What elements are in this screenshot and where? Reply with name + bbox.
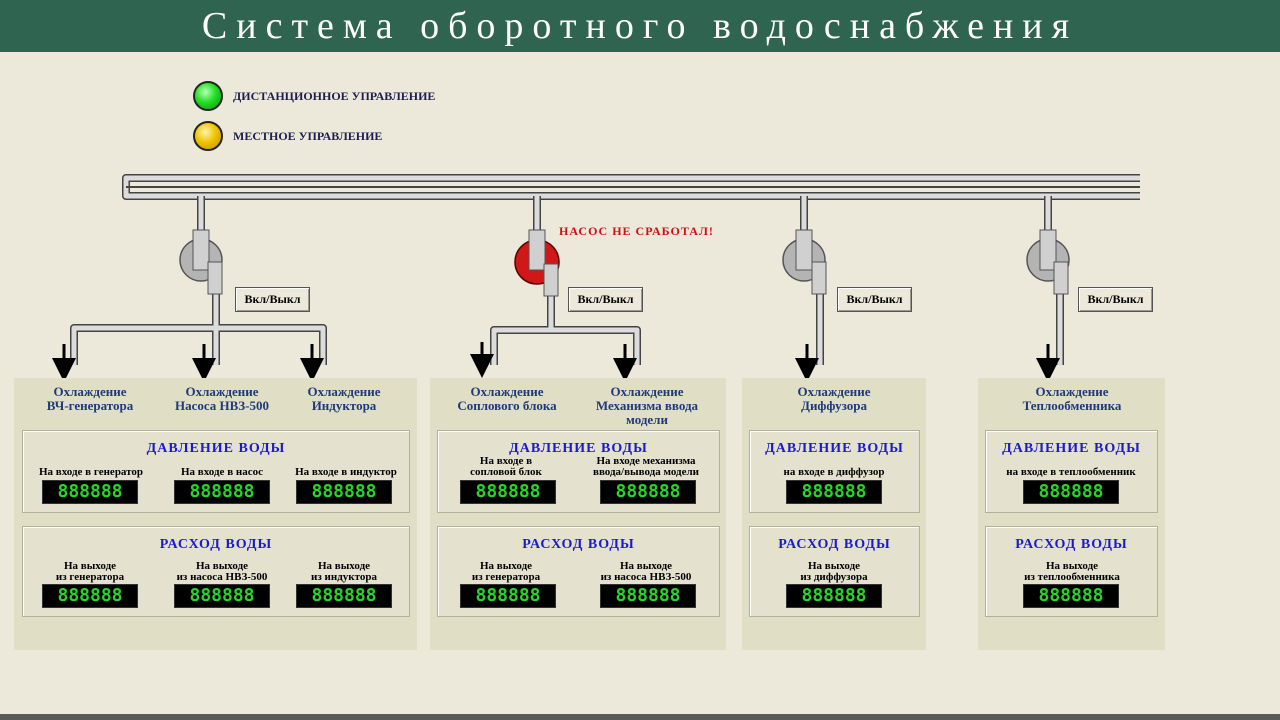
main-pipe — [122, 174, 1140, 200]
cooling-label: Охлаждение Диффузора — [797, 384, 871, 413]
pump-3-icon[interactable] — [782, 229, 827, 295]
cooling-label: Охлаждение ВЧ-генератора — [46, 384, 134, 413]
flow-display: 888888 — [460, 584, 556, 608]
meter-label: На выходе из теплообменника — [1024, 560, 1120, 583]
pump-4-icon[interactable] — [1026, 229, 1070, 295]
status-local: МЕСТНОЕ УПРАВЛЕНИЕ — [193, 121, 382, 151]
pressure-title: ДАВЛЕНИЕ ВОДЫ — [1002, 441, 1141, 456]
flow-display: 888888 — [296, 584, 392, 608]
meter-label: На входе в насос — [180, 466, 263, 478]
flow-display: 888888 — [42, 584, 138, 608]
pressure-display: 888888 — [296, 480, 392, 504]
pressure-title: ДАВЛЕНИЕ ВОДЫ — [146, 441, 286, 456]
status-local-label: МЕСТНОЕ УПРАВЛЕНИЕ — [233, 128, 383, 143]
meter-label: На входе в генератор — [38, 466, 144, 478]
meter-label: На выходе из диффузора — [800, 560, 868, 583]
pressure-display: 888888 — [460, 480, 556, 504]
pump-fault-alert: НАСОС НЕ СРАБОТАЛ! — [559, 224, 714, 238]
pressure-display: 888888 — [174, 480, 270, 504]
meter-label: На выходе из индуктора — [311, 560, 377, 583]
cooling-label: Охлаждение Соплового блока — [457, 384, 557, 413]
meter-label: на входе в диффузор — [783, 466, 885, 478]
status-remote: ДИСТАНЦИОННОЕ УПРАВЛЕНИЕ — [193, 81, 435, 111]
meter-label: На выходе из генератора — [55, 560, 125, 583]
pressure-display: 888888 — [42, 480, 138, 504]
flow-title: РАСХОД ВОДЫ — [778, 537, 891, 552]
yellow-lamp-icon — [193, 121, 223, 151]
cooling-label: Охлаждение Механизма ввода модели — [595, 384, 699, 427]
pipe-network — [52, 174, 1140, 380]
green-lamp-icon — [193, 81, 223, 111]
status-remote-label: ДИСТАНЦИОННОЕ УПРАВЛЕНИЕ — [233, 88, 436, 103]
pump-3-toggle-button[interactable]: Вкл/Выкл — [837, 287, 912, 312]
pressure-display: 888888 — [1023, 480, 1119, 504]
pump-2-toggle-button[interactable]: Вкл/Выкл — [568, 287, 643, 312]
flow-title: РАСХОД ВОДЫ — [1015, 537, 1128, 552]
meter-label: На входе в сопловой блок — [470, 455, 542, 478]
pump-1-toggle-button[interactable]: Вкл/Выкл — [235, 287, 310, 312]
pump-2-icon[interactable] — [514, 229, 560, 297]
flow-display: 888888 — [786, 584, 882, 608]
pressure-title: ДАВЛЕНИЕ ВОДЫ — [765, 441, 904, 456]
bottom-bar — [0, 714, 1280, 720]
meter-label: На выходе из насоса НВЗ-500 — [600, 560, 692, 583]
flow-display: 888888 — [600, 584, 696, 608]
meter-label: На выходе из насоса НВЗ-500 — [176, 560, 268, 583]
meter-label: На входе механизма ввода/вывода модели — [593, 455, 699, 478]
pressure-display: 888888 — [786, 480, 882, 504]
page-title: Система оборотного водоснабжения — [0, 0, 1280, 52]
flow-display: 888888 — [1023, 584, 1119, 608]
cooling-label: Охлаждение Индуктора — [307, 384, 381, 413]
flow-display: 888888 — [174, 584, 270, 608]
cooling-label: Охлаждение Насоса НВЗ-500 — [174, 384, 270, 413]
pressure-title: ДАВЛЕНИЕ ВОДЫ — [509, 441, 648, 456]
meter-label: На входе в индуктор — [295, 466, 397, 478]
meter-label: на входе в теплообменник — [1006, 466, 1136, 478]
pressure-display: 888888 — [600, 480, 696, 504]
meter-label: На выходе из генератора — [471, 560, 541, 583]
pump-4-toggle-button[interactable]: Вкл/Выкл — [1078, 287, 1153, 312]
cooling-label: Охлаждение Теплообменника — [1022, 384, 1122, 413]
pump-1-icon[interactable] — [179, 229, 223, 295]
flow-title: РАСХОД ВОДЫ — [159, 537, 273, 552]
flow-title: РАСХОД ВОДЫ — [522, 537, 635, 552]
